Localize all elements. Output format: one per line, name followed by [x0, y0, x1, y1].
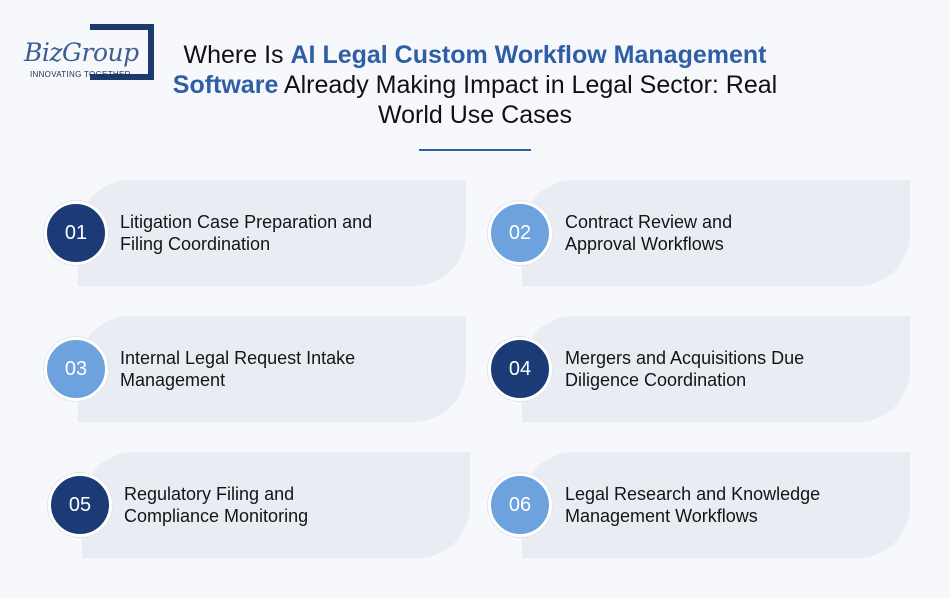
- card-label: Internal Legal Request Intake Management: [120, 348, 356, 390]
- card-number-badge: 05: [48, 473, 112, 537]
- page-title: Where Is AI Legal Custom Workflow Manage…: [150, 40, 800, 130]
- title-part2: Already Making Impact in Legal Sector: R…: [278, 71, 778, 129]
- card-label: Regulatory Filing and Compliance Monitor…: [124, 484, 309, 526]
- card-background: [522, 452, 910, 558]
- card-background: [522, 180, 910, 286]
- card-label: Mergers and Acquisitions Due Diligence C…: [565, 348, 805, 390]
- title-highlight: AI Legal Custom Workflow Management Soft…: [172, 41, 767, 99]
- card-number-badge: 04: [488, 337, 552, 401]
- logo-tagline: INNOVATING TOGETHER: [30, 70, 131, 79]
- card-background: [522, 316, 910, 422]
- card-number-badge: 01: [44, 201, 108, 265]
- card-label: Litigation Case Preparation and Filing C…: [120, 212, 373, 254]
- card-number-badge: 02: [488, 201, 552, 265]
- card-label: Legal Research and Knowledge Management …: [565, 484, 821, 526]
- card-number-badge: 03: [44, 337, 108, 401]
- card-background: [78, 316, 466, 422]
- card-background: [78, 180, 466, 286]
- bizgroup-logo: BizGroup INNOVATING TOGETHER: [22, 24, 162, 84]
- title-underline: [419, 149, 531, 151]
- card-label: Contract Review and Approval Workflows: [565, 212, 733, 254]
- card-background: [82, 452, 470, 558]
- logo-frame: [90, 24, 154, 80]
- card-number-badge: 06: [488, 473, 552, 537]
- logo-brand: BizGroup: [24, 38, 139, 67]
- title-part1: Where Is: [183, 41, 291, 69]
